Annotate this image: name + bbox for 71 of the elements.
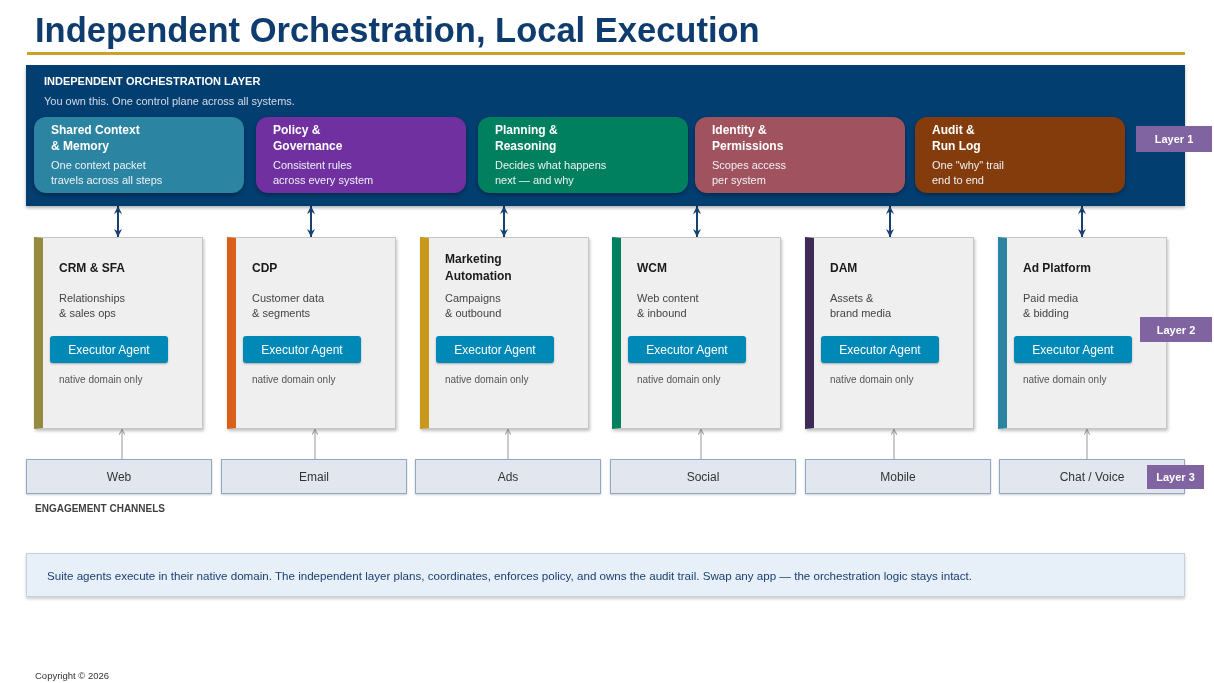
agent-tag: Executor Agent bbox=[50, 336, 168, 363]
agent-tag: Executor Agent bbox=[1014, 336, 1132, 363]
card-heading: Audit & Run Log bbox=[932, 122, 982, 154]
channel-card: Social bbox=[610, 459, 796, 494]
double-arrow bbox=[307, 205, 315, 238]
channel-card: Web bbox=[26, 459, 212, 494]
agent-tag: Executor Agent bbox=[821, 336, 939, 363]
section-label: ENGAGEMENT CHANNELS bbox=[35, 503, 165, 514]
system-description: Relationships & sales ops bbox=[59, 291, 127, 321]
card-heading: Shared Context & Memory bbox=[51, 122, 141, 154]
capability-card bbox=[256, 117, 466, 193]
system-name: Marketing Automation bbox=[445, 251, 513, 285]
card-description: One context packet travels across all steps bbox=[51, 158, 164, 188]
system-description: Web content & inbound bbox=[637, 291, 700, 321]
scope-note: native domain only bbox=[637, 374, 721, 385]
layer-tag: Layer 3 bbox=[1147, 465, 1204, 489]
system-card bbox=[227, 237, 396, 429]
card-description: Consistent rules across every system bbox=[273, 158, 375, 188]
arrow bbox=[1083, 428, 1091, 460]
card-description: Decides what happens next — and why bbox=[495, 158, 608, 188]
system-name: CDP bbox=[252, 259, 278, 277]
system-name: WCM bbox=[637, 259, 667, 277]
system-description: Assets & brand media bbox=[830, 291, 893, 321]
system-description: Customer data & segments bbox=[252, 291, 326, 321]
arrow bbox=[504, 428, 512, 460]
system-name: CRM & SFA bbox=[59, 259, 125, 277]
scope-note: native domain only bbox=[252, 374, 336, 385]
agent-tag: Executor Agent bbox=[436, 336, 554, 363]
system-card bbox=[805, 237, 974, 429]
capability-card bbox=[478, 117, 688, 193]
system-card bbox=[612, 237, 781, 429]
channel-card: Email bbox=[221, 459, 407, 494]
channel-card: Mobile bbox=[805, 459, 991, 494]
card-heading: Policy & Governance bbox=[273, 122, 344, 154]
capability-card bbox=[34, 117, 244, 193]
summary-note: Suite agents execute in their native domain. The independent layer plans, coordinates, enforces policy, and owns the audit trail. Swap any app — the orchestration logic stays intact. bbox=[26, 553, 1185, 597]
scope-note: native domain only bbox=[59, 374, 143, 385]
scope-note: native domain only bbox=[445, 374, 529, 385]
agent-tag: Executor Agent bbox=[628, 336, 746, 363]
arrow bbox=[697, 428, 705, 460]
capability-card bbox=[695, 117, 905, 193]
system-description: Paid media & bidding bbox=[1023, 291, 1080, 321]
system-name: DAM bbox=[830, 259, 858, 277]
double-arrow bbox=[886, 205, 894, 238]
card-heading: Identity & Permissions bbox=[712, 122, 785, 154]
arrow bbox=[311, 428, 319, 460]
layer-subtitle: You own this. One control plane across all systems. bbox=[44, 95, 295, 107]
card-description: One "why" trail end to end bbox=[932, 158, 1005, 188]
system-description: Campaigns & outbound bbox=[445, 291, 503, 321]
arrow bbox=[890, 428, 898, 460]
double-arrow bbox=[114, 205, 122, 238]
arrow bbox=[118, 428, 126, 460]
system-card bbox=[420, 237, 589, 429]
scope-note: native domain only bbox=[1023, 374, 1107, 385]
scope-note: native domain only bbox=[830, 374, 914, 385]
card-heading: Planning & Reasoning bbox=[495, 122, 559, 154]
card-description: Scopes access per system bbox=[712, 158, 787, 188]
channel-card: Ads bbox=[415, 459, 601, 494]
double-arrow bbox=[693, 205, 701, 238]
system-name: Ad Platform bbox=[1023, 259, 1091, 277]
layer-heading: INDEPENDENT ORCHESTRATION LAYER bbox=[44, 75, 261, 87]
agent-tag: Executor Agent bbox=[243, 336, 361, 363]
copyright-notice: Copyright © 2026 bbox=[35, 670, 110, 681]
layer-tag: Layer 2 bbox=[1140, 317, 1212, 342]
orchestration-layer-panel bbox=[26, 65, 1185, 206]
capability-card bbox=[915, 117, 1125, 193]
layer-tag: Layer 1 bbox=[1136, 126, 1212, 152]
double-arrow bbox=[500, 205, 508, 238]
system-card bbox=[34, 237, 203, 429]
diagram-title: Independent Orchestration, Local Execution bbox=[35, 10, 760, 50]
double-arrow bbox=[1078, 205, 1086, 238]
